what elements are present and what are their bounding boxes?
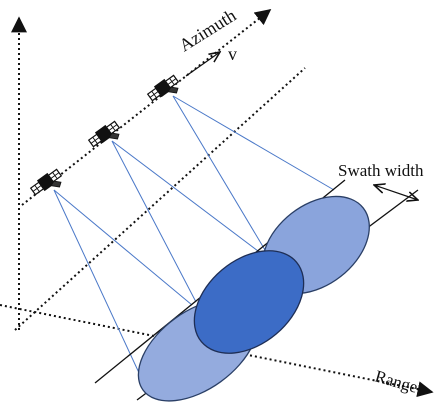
swath-width-label: Swath width (338, 161, 424, 180)
velocity-label: v (228, 44, 237, 64)
swath-width-arrow (374, 185, 418, 200)
footprint-center (193, 250, 305, 354)
ground-track-line (14, 67, 306, 331)
range-label: Range (373, 367, 420, 397)
velocity-arrow (185, 52, 220, 77)
beam-lines (53, 95, 335, 376)
satellite-icon (28, 167, 67, 202)
